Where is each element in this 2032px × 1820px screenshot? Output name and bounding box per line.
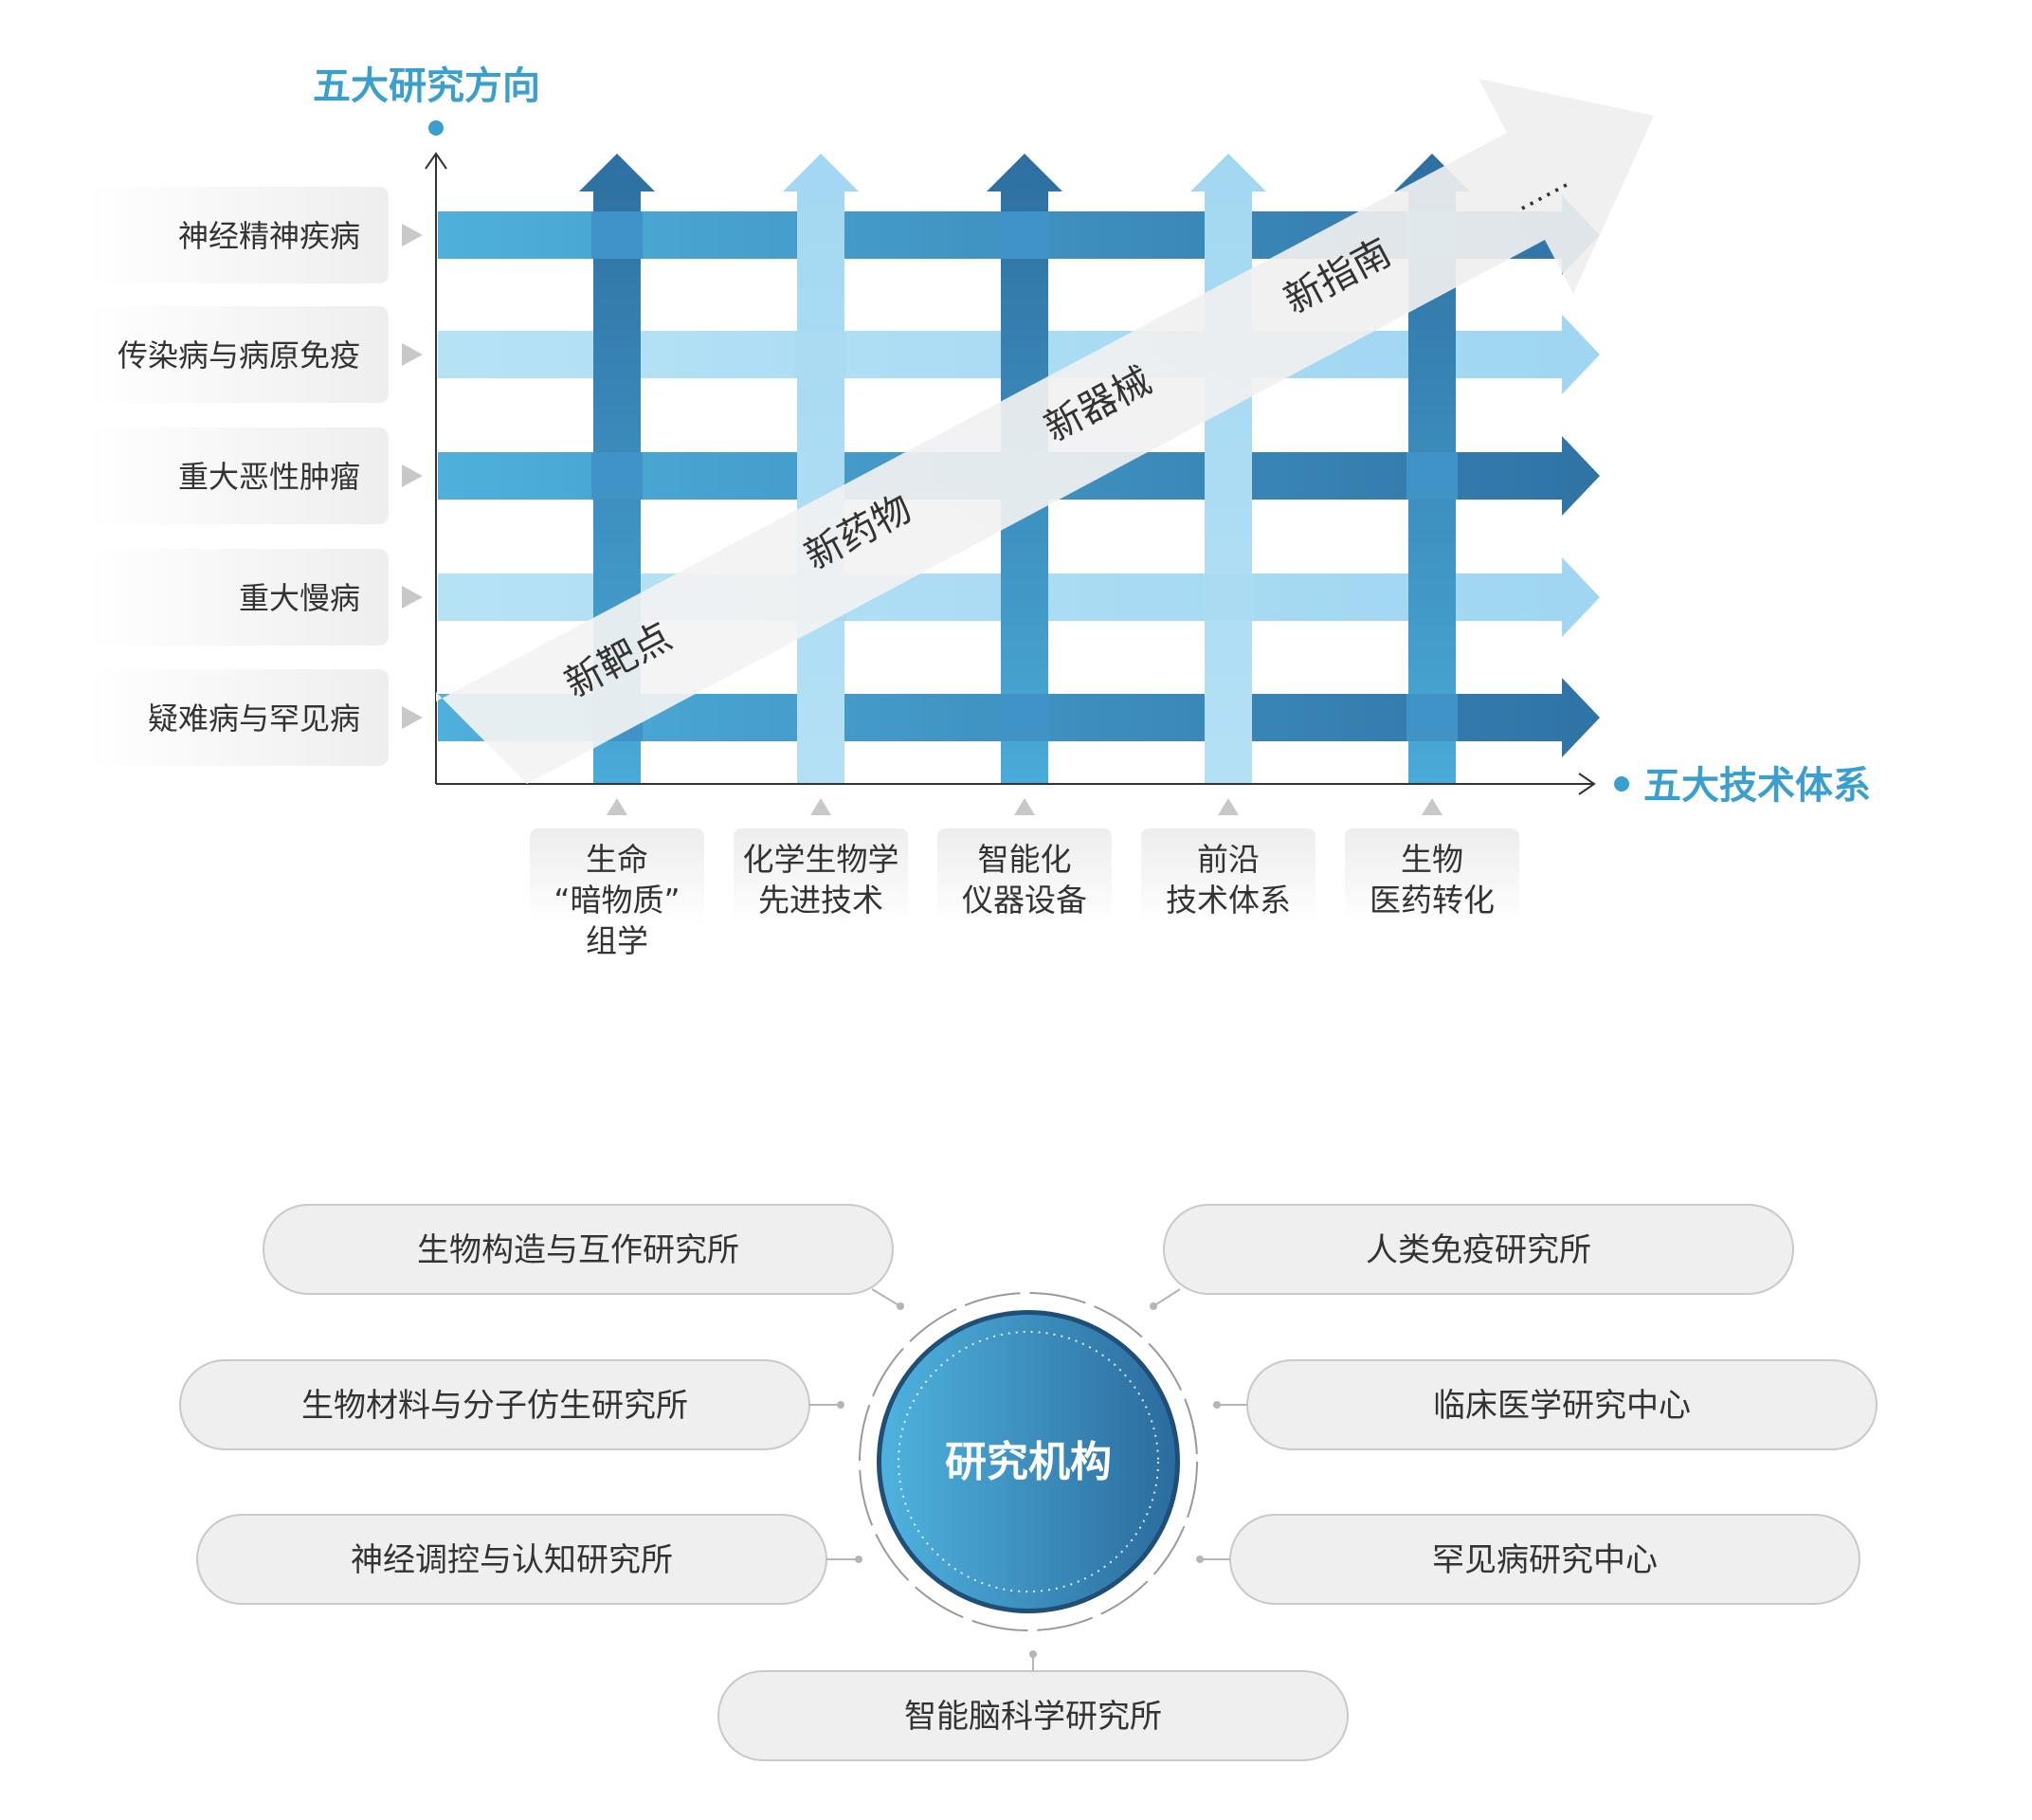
direction-pointer-icon	[402, 343, 423, 366]
direction-label: 传染病与病原免疫	[118, 337, 360, 373]
system-label-box	[1345, 828, 1519, 925]
system-label-line: 仪器设备	[962, 882, 1087, 919]
system-label-line: 生命	[586, 841, 648, 878]
direction-pointer-icon	[402, 464, 423, 487]
system-label-box	[530, 828, 704, 925]
institute-name: 罕见病研究中心	[1432, 1541, 1658, 1579]
direction-label-box	[87, 428, 389, 524]
weave-crossing	[999, 211, 1050, 259]
system-pointer-icon	[810, 798, 831, 815]
innovation-arrow	[436, 79, 1654, 784]
connector-dot	[1213, 1401, 1221, 1409]
system-label-line: “暗物质”	[553, 882, 680, 919]
connector-dot	[1150, 1302, 1157, 1310]
weave-crossing	[591, 211, 643, 259]
direction-label: 重大恶性肿瘤	[178, 459, 360, 495]
system-label-line: 医药转化	[1370, 882, 1495, 919]
y-axis-title: 五大研究方向	[313, 64, 540, 108]
system-label-line: 先进技术	[758, 882, 883, 919]
connector-line	[871, 1288, 901, 1307]
center-title: 研究机构	[945, 1438, 1112, 1486]
weave-crossing	[999, 694, 1050, 741]
system-pointer-icon	[607, 798, 627, 815]
direction-pointer-icon	[402, 706, 423, 729]
system-label-line: 生物	[1401, 841, 1463, 878]
institute-pill	[1163, 1204, 1794, 1295]
system-label-line: 组学	[586, 922, 648, 959]
direction-label-box	[87, 306, 389, 403]
direction-pointer-icon	[402, 224, 423, 246]
direction-pointer-icon	[402, 586, 423, 609]
weave-crossing	[795, 331, 846, 378]
system-pointer-icon	[1422, 798, 1442, 815]
connector-dot	[855, 1556, 862, 1563]
weave-crossing	[1406, 452, 1458, 500]
system-label-box	[1141, 828, 1315, 925]
weave-crossing	[1203, 573, 1254, 621]
center-dotted-ring	[898, 1331, 1159, 1592]
connector-dot	[897, 1302, 904, 1310]
connector-dot	[837, 1401, 844, 1409]
x-axis-title: 五大技术体系	[1643, 764, 1871, 808]
system-label-line: 化学生物学	[743, 841, 899, 878]
direction-label: 重大慢病	[239, 580, 360, 616]
x-axis-arrow-icon	[1578, 773, 1596, 795]
system-label-line: 技术体系	[1166, 882, 1291, 919]
weave-crossing	[591, 452, 643, 500]
direction-label: 神经精神疾病	[178, 218, 360, 254]
system-label-line: 前沿	[1197, 841, 1260, 878]
connector-line	[1152, 1288, 1181, 1307]
institute-name: 临床医学研究中心	[1433, 1387, 1691, 1425]
weave-crossing	[1406, 694, 1458, 741]
direction-label-box	[87, 549, 389, 646]
y-axis-arrow-icon	[425, 152, 447, 170]
center-circle	[881, 1315, 1175, 1609]
institute-name: 神经调控与认知研究所	[351, 1541, 673, 1579]
institute-name: 人类免疫研究所	[1366, 1231, 1591, 1269]
direction-label-box	[87, 669, 389, 766]
x-axis-dot	[1614, 776, 1629, 792]
institute-name: 生物构造与互作研究所	[417, 1231, 739, 1269]
direction-label: 疑难病与罕见病	[148, 701, 360, 737]
direction-label-box	[87, 187, 389, 283]
institute-pill	[263, 1204, 894, 1295]
y-axis-dot	[428, 120, 444, 136]
system-label-box	[937, 828, 1112, 925]
system-pointer-icon	[1014, 798, 1035, 815]
center-outer-ring	[859, 1292, 1198, 1631]
institute-name: 生物材料与分子仿生研究所	[301, 1387, 688, 1425]
connector-dot	[1029, 1650, 1037, 1658]
institute-name: 智能脑科学研究所	[904, 1698, 1162, 1736]
system-label-line: 智能化	[978, 841, 1072, 878]
connector-dot	[1196, 1556, 1204, 1563]
system-label-box	[734, 828, 908, 925]
system-pointer-icon	[1218, 798, 1239, 815]
